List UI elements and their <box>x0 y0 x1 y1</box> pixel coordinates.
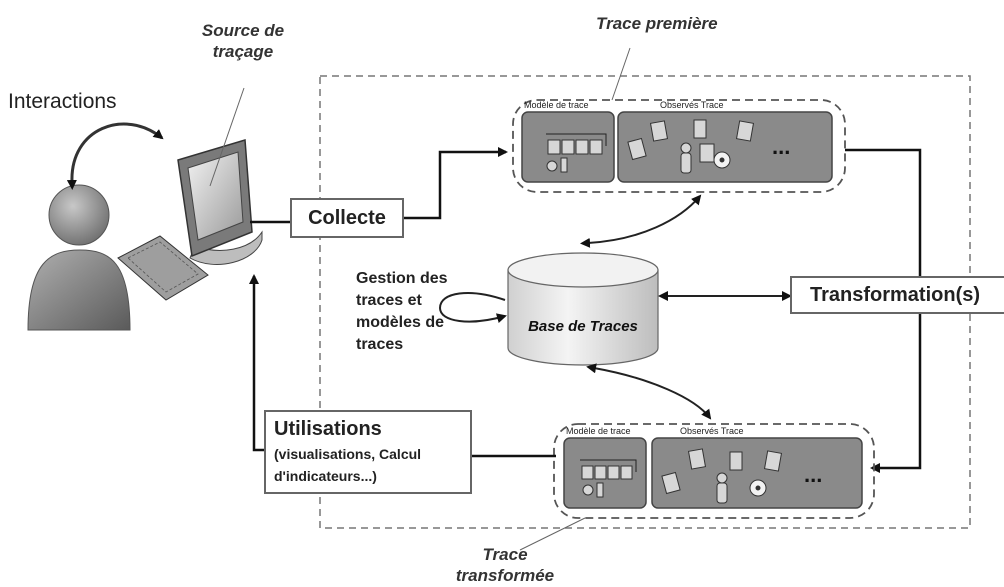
gestion-line3: modèles de <box>356 314 445 331</box>
observes-trace-caption-top: Observés Trace <box>660 100 724 110</box>
trace-symbols-bottom <box>580 448 783 504</box>
collecte-label: Collecte <box>308 207 386 229</box>
modele-trace-caption-top: Modèle de trace <box>524 100 589 110</box>
db-trace-premiere-arrow <box>580 194 702 248</box>
database-icon <box>507 252 659 366</box>
keyboard-icon <box>117 235 209 301</box>
trace-transformee-group <box>553 423 875 519</box>
gestion-line1: Gestion des <box>356 270 448 287</box>
gestion-loop-arrow <box>438 292 507 324</box>
source-pointer-line <box>209 87 245 187</box>
utilisations-line2: (visualisations, Calcul <box>274 446 422 462</box>
interactions-arrow <box>66 122 164 190</box>
collecte-to-trace-arrow <box>404 147 508 220</box>
source-tracage-line2: traçage <box>212 42 274 61</box>
gestion-traces-label: Gestion des traces et modèles de traces <box>356 268 448 356</box>
gestion-line4: traces <box>356 336 404 353</box>
trace-premiere-group <box>512 99 846 193</box>
gestion-line2: traces et <box>356 292 422 309</box>
observes-trace-panel-top <box>617 111 833 183</box>
db-trace-transformee-arrow <box>586 363 712 420</box>
ellipsis-top: ... <box>772 134 791 159</box>
computer-icon <box>177 139 263 265</box>
trace-premiere-pointer-line <box>611 47 631 101</box>
user-icon <box>27 184 131 331</box>
trace-transformee-line1: Trace <box>482 545 528 564</box>
trace-symbols-top <box>546 119 755 174</box>
modele-trace-caption-bottom: Modèle de trace <box>566 426 631 436</box>
utilisations-box: Utilisations (visualisations, Calcul d'i… <box>264 410 472 494</box>
transformation-label: Transformation(s) <box>810 284 981 306</box>
source-tracage-line1: Source de <box>201 21 285 40</box>
base-de-traces-label: Base de Traces <box>528 318 638 335</box>
source-tracage-label: Source de traçage <box>178 20 308 62</box>
utilisations-title: Utilisations <box>274 418 382 440</box>
collecte-box: Collecte <box>290 198 404 238</box>
transformation-to-trace-arrow <box>870 314 922 473</box>
transformation-box: Transformation(s) <box>790 276 1004 314</box>
utilisations-to-computer-arrow <box>249 274 264 452</box>
interactions-label: Interactions <box>8 90 117 113</box>
trace-transformee-pointer-line <box>519 517 586 551</box>
trace-premiere-label: Trace première <box>596 14 718 33</box>
trace-to-transformation-line <box>845 148 922 276</box>
observes-trace-caption-bottom: Observés Trace <box>680 426 744 436</box>
utilisations-line3: d'indicateurs...) <box>274 468 377 484</box>
trace-transformee-line2: transformée <box>455 566 555 585</box>
trace-transformee-label: Trace transformée <box>440 544 570 586</box>
observes-trace-panel-bottom <box>651 437 863 509</box>
ellipsis-bottom: ... <box>804 462 823 487</box>
